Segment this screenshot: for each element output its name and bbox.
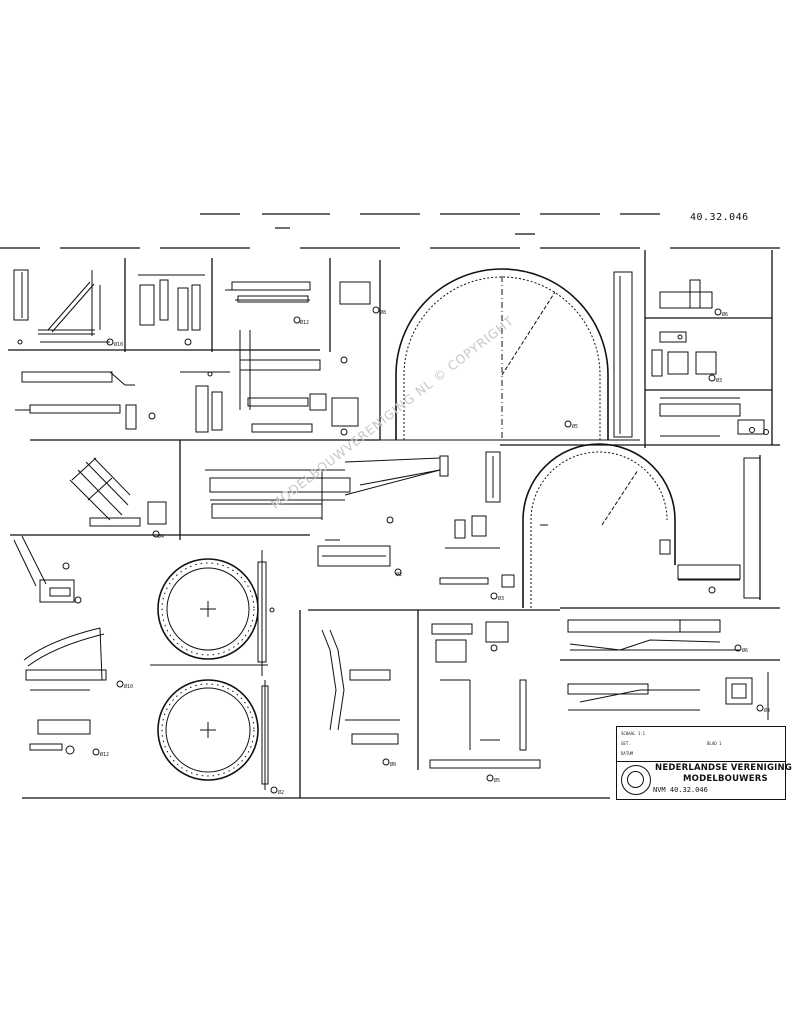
hinge-detail-left bbox=[13, 535, 82, 604]
detail-callout-label: Ø3 bbox=[498, 595, 504, 602]
angle-bracket-detail bbox=[13, 269, 114, 346]
right-lower-bars bbox=[567, 619, 769, 720]
organization-name-line2: MODELBOUWERS bbox=[683, 774, 768, 784]
fitting-details-bottom bbox=[321, 621, 541, 782]
title-block-field-drawn: GET. bbox=[621, 741, 631, 746]
arch-frame-large bbox=[380, 268, 640, 441]
title-block: SCHAAL 1:1 GET. DATUM BLAD 1 NEDERLANDSE… bbox=[616, 726, 792, 800]
detail-callout-label: Ø8 bbox=[380, 309, 386, 316]
detail-callout-label: Ø6 bbox=[742, 647, 748, 654]
truss-detail bbox=[69, 457, 167, 538]
rod-assemblies bbox=[239, 281, 380, 436]
detail-callout-label: Ø5 bbox=[572, 423, 578, 430]
title-block-field-scale: SCHAAL 1:1 bbox=[621, 731, 646, 736]
curved-strap-detail bbox=[23, 627, 124, 756]
detail-callout-label: Ø10 bbox=[124, 683, 133, 690]
title-block-fields: SCHAAL 1:1 GET. DATUM BLAD 1 bbox=[617, 727, 785, 762]
detail-callout-label: Ø4 bbox=[764, 707, 770, 714]
arch-frame-small bbox=[522, 443, 761, 608]
detail-callout-label: Ø4 bbox=[158, 533, 164, 540]
detail-callout-label: Ø6 bbox=[722, 311, 728, 318]
bar-details-left bbox=[15, 371, 230, 433]
detail-callout-label: Ø8 bbox=[390, 761, 396, 768]
detail-callout-label: Ø5 bbox=[494, 777, 500, 784]
title-block-field-sheet: BLAD 1 bbox=[707, 741, 722, 746]
detail-callout-label: Ø12 bbox=[300, 319, 309, 326]
panel-borders bbox=[8, 250, 780, 799]
detail-callout-label: Ø10 bbox=[114, 341, 123, 348]
bracket-assemblies-mid bbox=[317, 515, 515, 600]
ring-frame-lower bbox=[157, 679, 278, 794]
association-seal-icon bbox=[621, 765, 651, 795]
right-top-details bbox=[651, 279, 769, 437]
detail-callout-label: Ø12 bbox=[100, 751, 109, 758]
profile-details bbox=[138, 274, 311, 351]
detail-callout-label: Ø3 bbox=[716, 377, 722, 384]
top-header-lines bbox=[0, 213, 780, 249]
detail-callout-label: Ø2 bbox=[396, 571, 402, 578]
title-block-drawing-number: NVM 40.32.046 bbox=[653, 786, 708, 794]
organization-name-line1: NEDERLANDSE VERENIGING bbox=[655, 763, 793, 773]
title-block-field-date: DATUM bbox=[621, 751, 634, 756]
drawing-reference-number: 40.32.046 bbox=[690, 212, 749, 223]
ring-frame-upper bbox=[150, 550, 275, 676]
detail-callout-label: Ø2 bbox=[278, 789, 284, 796]
long-girder-detail bbox=[205, 451, 501, 524]
